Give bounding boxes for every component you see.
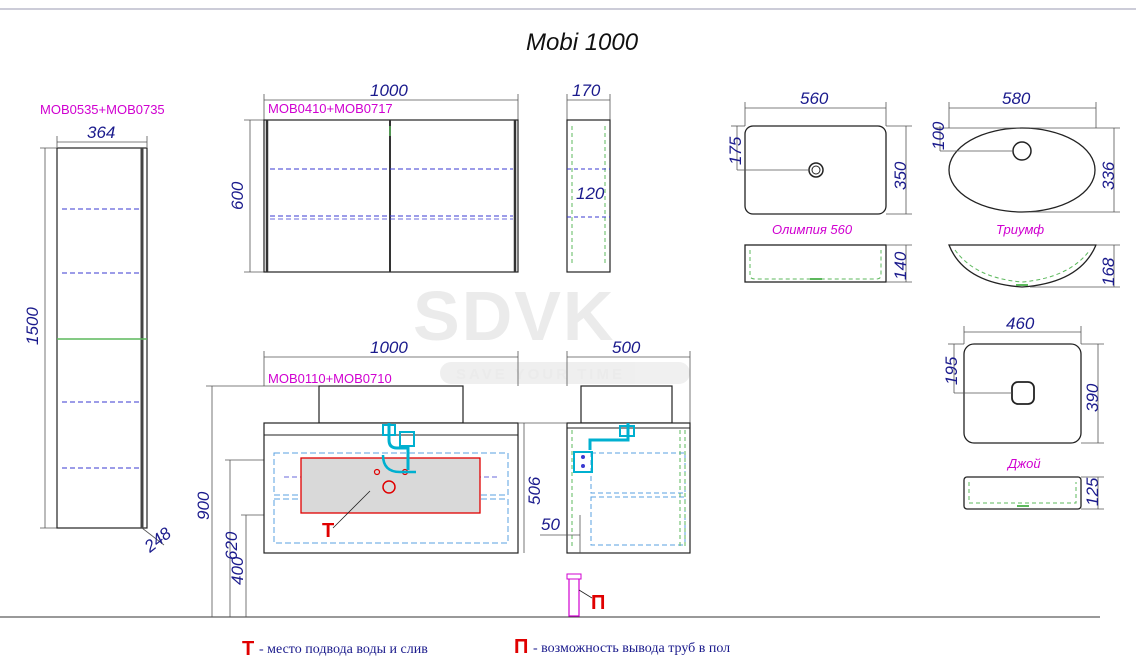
- joy-drain: 195: [942, 356, 961, 385]
- vanity-depth: 500: [612, 338, 641, 357]
- legend-p-text: - возможность вывода труб в пол: [533, 641, 730, 656]
- pencil-case-width: 364: [87, 123, 115, 142]
- legend-p-mark: П: [514, 636, 528, 658]
- pencil-case-drawing: MOB0535+MOB0735 364 1500 248: [23, 102, 175, 557]
- triumf-name: Триумф: [996, 222, 1044, 237]
- mirror-cabinet-code: MOB0410+MOB0717: [268, 101, 393, 116]
- vanity-mark-p: П: [591, 592, 605, 614]
- olimpia-drain: 175: [726, 136, 745, 165]
- olimpia-depth: 350: [891, 161, 910, 190]
- vanity-code: MOB0110+MOB0710: [268, 371, 392, 386]
- triumf-width: 580: [1002, 89, 1031, 108]
- joy-width: 460: [1006, 314, 1035, 333]
- legend-t-text: - место подвода воды и слив: [259, 642, 428, 657]
- vanity-height-50: 50: [541, 515, 560, 534]
- pencil-case-height: 1500: [23, 307, 42, 345]
- triumf-height: 168: [1099, 257, 1118, 286]
- vanity-width: 1000: [370, 338, 408, 357]
- mirror-cabinet-shelf-depth: 120: [576, 184, 605, 203]
- triumf-drain: 100: [929, 121, 948, 150]
- joy-depth: 390: [1083, 383, 1102, 412]
- mirror-cabinet-drawing: 1000 MOB0410+MOB0717 600 170 120: [228, 81, 611, 273]
- vanity-mark-t: T: [322, 520, 334, 542]
- olimpia-width: 560: [800, 89, 829, 108]
- watermark: SDVK SAVE YOUR TIME: [413, 277, 690, 384]
- mirror-cabinet-width: 1000: [370, 81, 408, 100]
- basin-triumf-drawing: 580 100 336 Триумф 168: [929, 89, 1120, 288]
- drawing-title: Mobi 1000: [526, 29, 639, 56]
- vanity-height-400: 400: [228, 556, 247, 585]
- watermark-tagline: SAVE YOUR TIME: [456, 366, 625, 383]
- watermark-pill: [440, 362, 690, 384]
- olimpia-name: Олимпия 560: [772, 222, 853, 237]
- triumf-depth: 336: [1099, 161, 1118, 190]
- joy-name: Джой: [1006, 456, 1041, 471]
- mirror-cabinet-depth: 170: [572, 81, 601, 100]
- olimpia-height: 140: [891, 251, 910, 280]
- vanity-front-drawing: 1000 MOB0110+MOB0710 900 620 400 T: [194, 338, 519, 617]
- joy-height: 125: [1083, 477, 1102, 506]
- basin-olimpia-drawing: 560 175 350 Олимпия 560 140: [726, 89, 912, 283]
- vanity-side-drawing: 500 50 506 П: [518, 338, 691, 617]
- vanity-height-620: 620: [222, 531, 241, 560]
- mirror-cabinet-height: 600: [228, 181, 247, 210]
- legend-t-mark: T: [242, 638, 254, 660]
- basin-joy-drawing: 460 195 390 Джой 125: [942, 314, 1104, 510]
- vanity-total-height: 900: [194, 491, 213, 520]
- watermark-brand: SDVK: [413, 277, 615, 355]
- vanity-height-506: 506: [525, 476, 544, 505]
- pencil-case-code: MOB0535+MOB0735: [40, 102, 165, 117]
- legend: T - место подвода воды и слив П - возмож…: [242, 636, 730, 660]
